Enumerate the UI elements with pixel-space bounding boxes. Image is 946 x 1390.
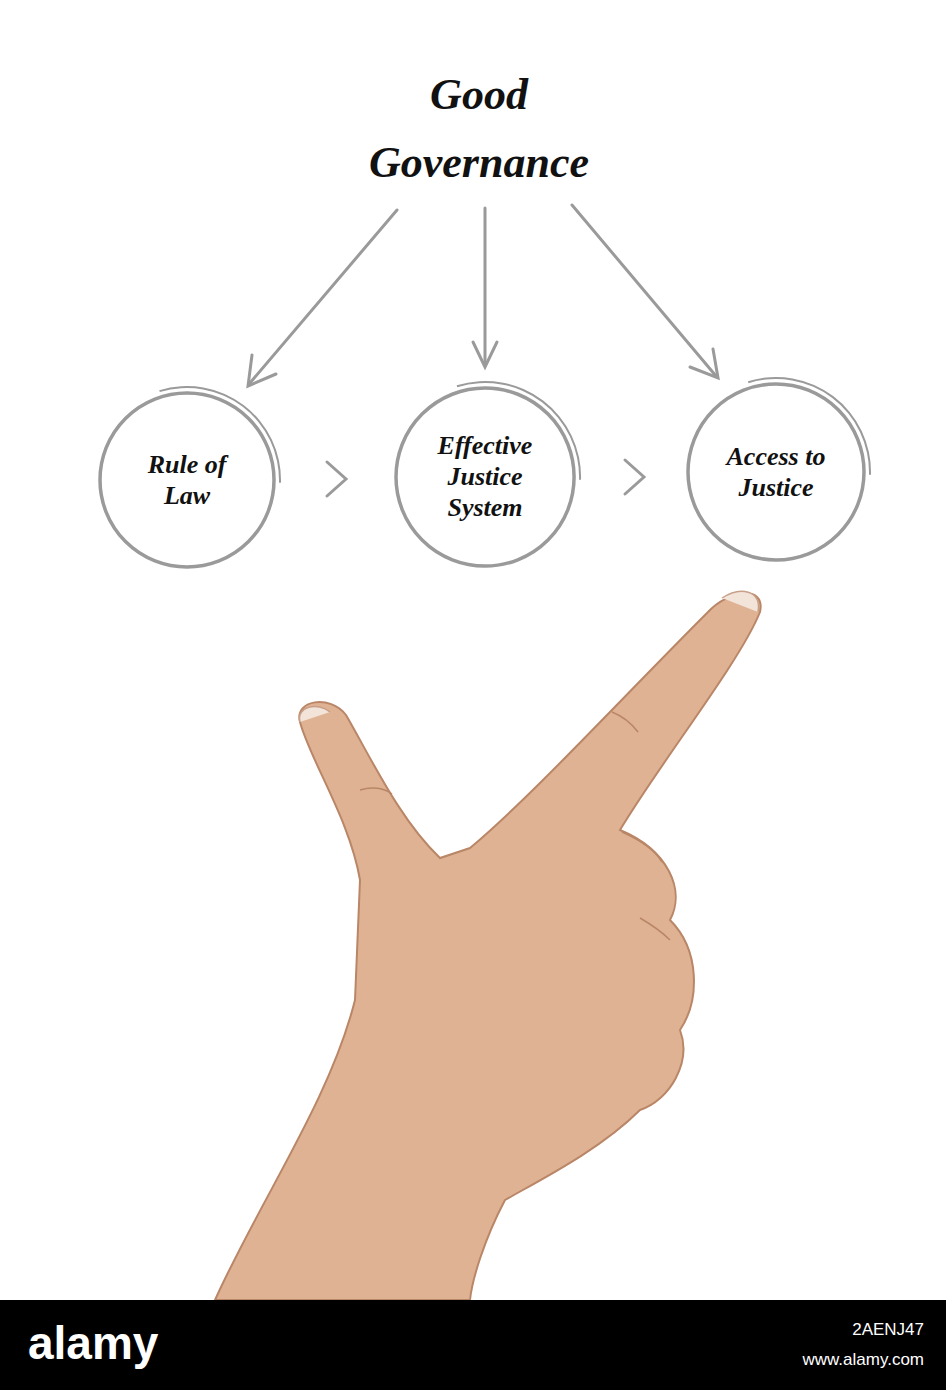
arrow-line bbox=[484, 208, 487, 365]
footer-bar bbox=[0, 1300, 946, 1390]
arrow-head bbox=[473, 342, 497, 367]
chevron bbox=[327, 462, 346, 496]
watermark-text: www.alamy.com bbox=[802, 1350, 924, 1370]
circle-outline bbox=[685, 381, 867, 563]
node-label: Rule of Law bbox=[122, 449, 252, 511]
watermark-text: 2AENJ47 bbox=[852, 1320, 924, 1340]
circle-stroke bbox=[100, 393, 274, 567]
node-label: Access to Justice bbox=[706, 441, 846, 503]
thumb-nail bbox=[300, 707, 330, 722]
node-label: Effective Justice System bbox=[415, 430, 555, 523]
circle-stroke bbox=[396, 388, 574, 566]
finger-nail bbox=[722, 591, 758, 612]
hand-creases bbox=[360, 712, 670, 940]
watermark-logo: alamy bbox=[28, 1316, 158, 1370]
circle-node: Access to Justice bbox=[685, 381, 867, 563]
circle-stroke bbox=[688, 384, 864, 560]
circle-outline bbox=[97, 390, 277, 570]
arrow-line bbox=[250, 210, 397, 383]
title: Good Governance bbox=[329, 61, 629, 197]
chevron bbox=[625, 460, 644, 494]
circle-node: Effective Justice System bbox=[393, 385, 577, 569]
arrows bbox=[248, 205, 718, 386]
circle-node: Rule of Law bbox=[97, 390, 277, 570]
hand-shape bbox=[215, 593, 761, 1300]
arrow-line bbox=[572, 205, 716, 376]
arrow-head bbox=[248, 355, 276, 386]
hand bbox=[215, 591, 761, 1300]
arrow-head bbox=[690, 349, 718, 378]
